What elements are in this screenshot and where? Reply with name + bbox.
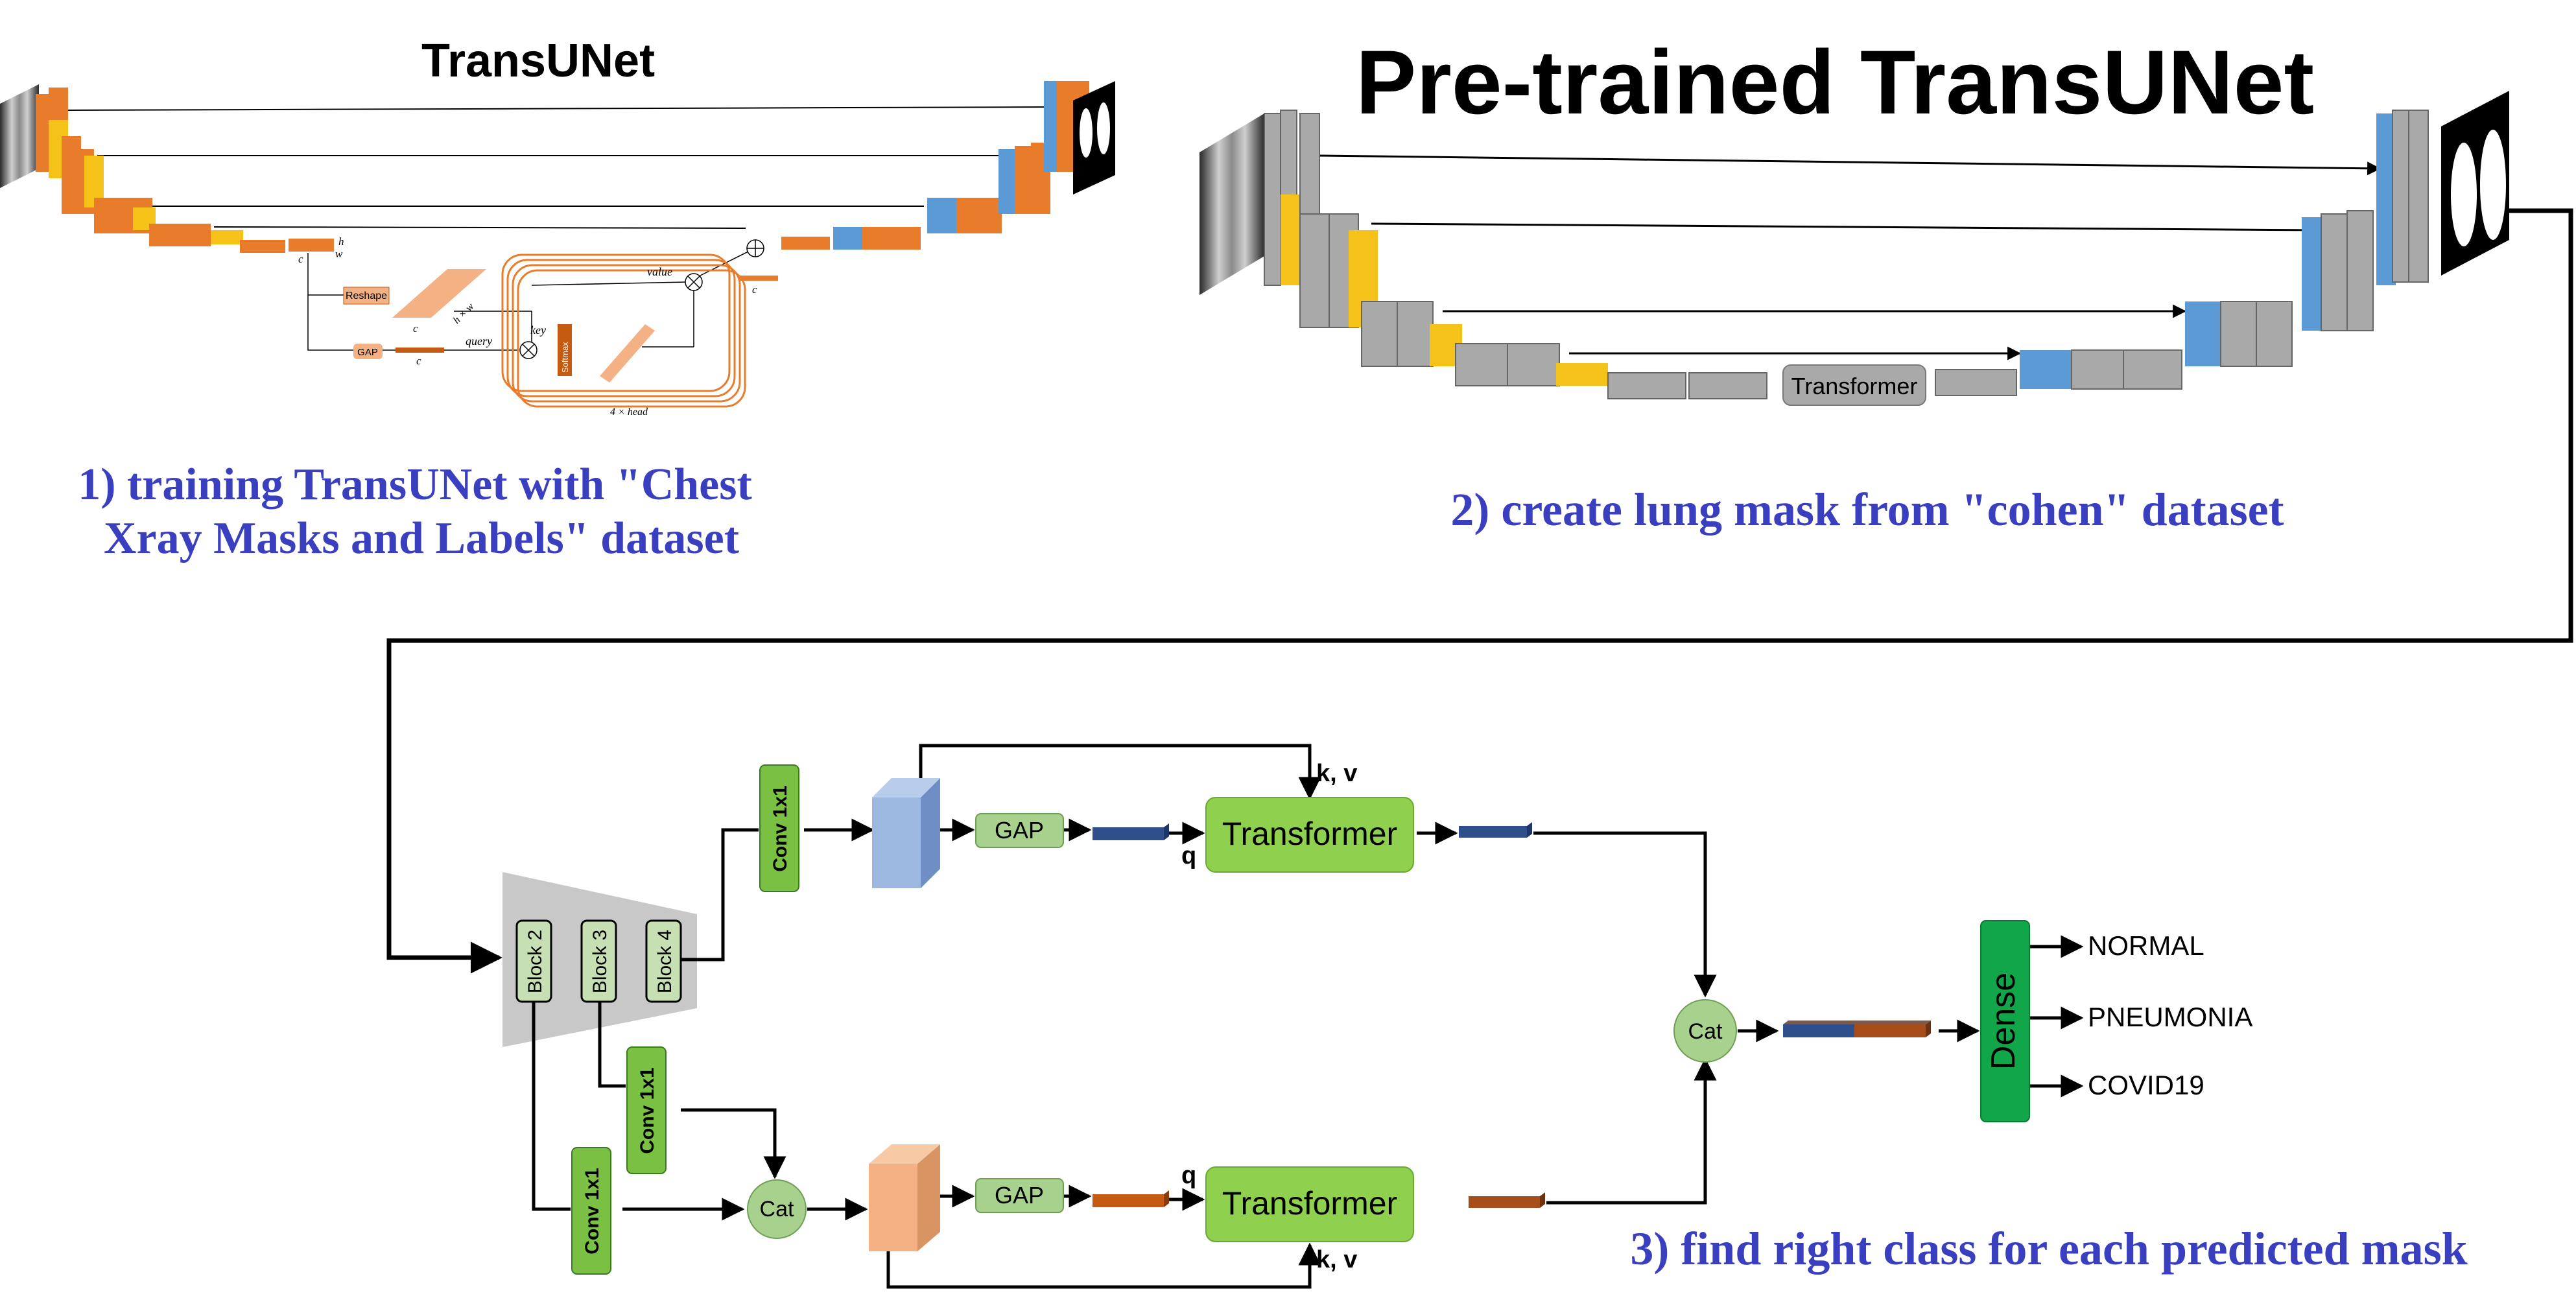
step1-hxw-label: h × w	[451, 301, 477, 326]
conv1x1-top-label: Conv 1x1	[770, 785, 791, 871]
conv1x1-middle: Conv 1x1	[626, 1046, 667, 1174]
gap-bottom-label: GAP	[995, 1182, 1044, 1209]
backbone-block-4-label: Block 4	[654, 930, 676, 993]
conv1x1-middle-label: Conv 1x1	[637, 1067, 658, 1153]
gap-top-label: GAP	[995, 817, 1044, 844]
conv1x1-top: Conv 1x1	[759, 764, 799, 892]
transformer-top-label: Transformer	[1222, 816, 1397, 852]
feature-vector-top	[1093, 823, 1169, 840]
step1-c-label-3: c	[416, 355, 421, 367]
step1-title: TransUNet	[421, 35, 655, 87]
cat-node-right: Cat	[1673, 999, 1737, 1063]
output-class-covid19: COVID19	[2088, 1070, 2204, 1100]
backbone-block-2: Block 2	[515, 919, 552, 1003]
step3-connections	[532, 744, 2084, 1289]
cat-node-right-label: Cat	[1688, 1019, 1723, 1044]
q-label-top: q	[1181, 842, 1196, 869]
step1-key-label: key	[530, 324, 546, 336]
step1-reshape-label: Reshape	[346, 290, 387, 301]
cat-node-bottom-label: Cat	[760, 1197, 794, 1221]
step1-value-label: value	[647, 265, 672, 278]
step2-encoder	[1264, 110, 1767, 399]
q-label-bottom: q	[1181, 1162, 1196, 1189]
gap-top: GAP	[975, 813, 1064, 848]
step1-c-label: c	[298, 253, 303, 265]
step1-c-label-2: c	[413, 322, 418, 335]
step1-attention-block: Reshape GAP Softmax value key query h w …	[298, 235, 778, 418]
step2-decoder	[1935, 110, 2429, 396]
step1-softmax-label: Softmax	[560, 342, 570, 373]
transformer-output-top	[1459, 822, 1532, 838]
step2-skip-connections	[1319, 154, 2381, 360]
step1-query-label: query	[466, 335, 492, 348]
step1-head-label: 4 × head	[610, 407, 648, 418]
kv-label-bottom: k, v	[1316, 1246, 1357, 1273]
step1-c-label-4: c	[752, 283, 757, 296]
step1-decoder	[781, 81, 1089, 250]
transformer-bottom-label: Transformer	[1222, 1185, 1397, 1221]
step1-output-mask	[1073, 81, 1115, 195]
gap-bottom: GAP	[975, 1178, 1064, 1213]
kv-label-top: k, v	[1316, 760, 1357, 787]
step2-title: Pre-trained TransUNet	[1356, 31, 2314, 133]
step2-transformer-box: Transformer	[1782, 364, 1926, 406]
transformer-bottom: Transformer	[1205, 1166, 1414, 1242]
step2-to-step3-connector	[386, 208, 2573, 974]
conv1x1-bottom-label: Conv 1x1	[582, 1168, 603, 1254]
step3-caption: 3) find right class for each predicted m…	[1630, 1223, 2467, 1275]
feature-cube-top	[872, 778, 940, 888]
dense-label: Dense	[1985, 973, 2022, 1070]
backbone-block-2-label: Block 2	[525, 930, 546, 993]
concat-vector	[1783, 1021, 1931, 1037]
dense-layer: Dense	[1980, 920, 2030, 1122]
output-class-pneumonia: PNEUMONIA	[2088, 1002, 2252, 1032]
step1-caption-line1: 1) training TransUNet with "Chest	[78, 460, 752, 510]
transformer-top: Transformer	[1205, 797, 1414, 873]
step2-caption: 2) create lung mask from "cohen" dataset	[1450, 484, 2284, 536]
backbone-block-3: Block 3	[580, 919, 617, 1003]
step1-skip-connections	[67, 106, 1051, 229]
step1-encoder	[36, 88, 334, 253]
step2-pretrained-transunet: Pre-trained TransUNet	[1199, 31, 2509, 536]
step1-w-label: w	[335, 248, 343, 260]
feature-vector-bottom	[1093, 1190, 1169, 1207]
backbone-block-4: Block 4	[645, 919, 682, 1003]
backbone-block-3-label: Block 3	[589, 930, 611, 993]
step1-input-xray	[0, 84, 39, 188]
conv1x1-bottom: Conv 1x1	[571, 1147, 611, 1275]
step1-caption-line2: Xray Masks and Labels" dataset	[104, 513, 739, 563]
step1-gap-label: GAP	[357, 347, 378, 358]
cat-node-bottom: Cat	[747, 1179, 807, 1239]
step2-input-xray	[1199, 113, 1264, 295]
step2-output-mask	[2441, 91, 2509, 276]
output-class-normal: NORMAL	[2088, 930, 2204, 961]
step2-transformer-label: Transformer	[1791, 373, 1918, 399]
step1-transunet: TransUNet	[0, 35, 1115, 563]
step1-h-label: h	[338, 235, 344, 248]
step3-classifier: Block 2 Block 3 Block 4 Conv 1x1 Conv 1x…	[502, 744, 2468, 1289]
feature-cube-bottom	[869, 1144, 940, 1251]
transformer-output-bottom	[1469, 1192, 1545, 1208]
